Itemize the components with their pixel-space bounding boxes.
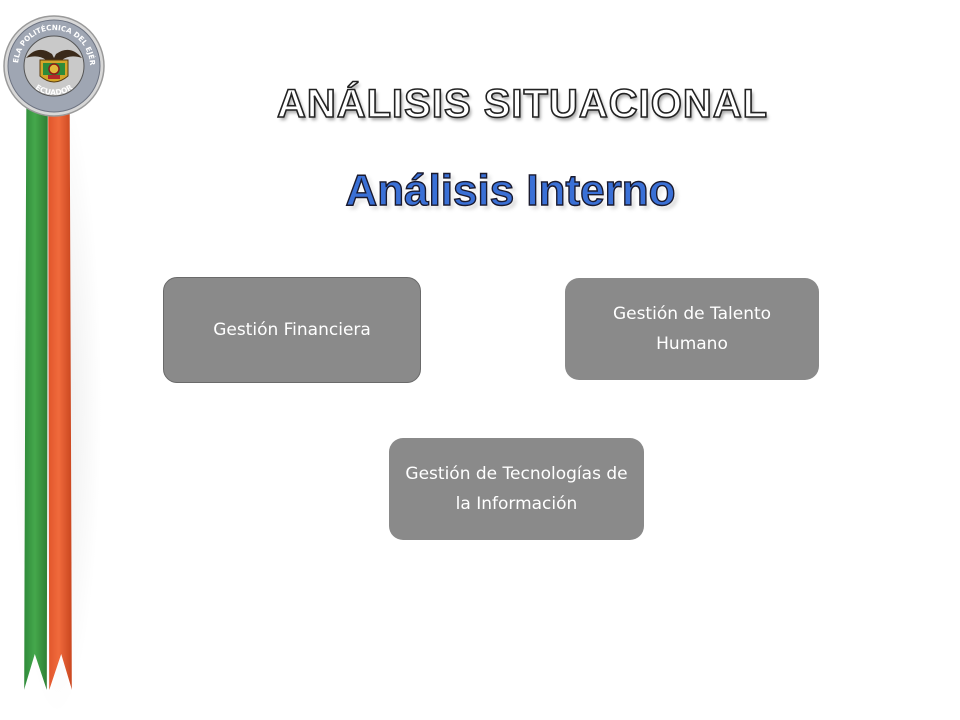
- box-gestion-tecnologias: Gestión de Tecnologías de la Información: [389, 438, 644, 540]
- institution-seal-logo: ESCUELA POLITÉCNICA DEL EJÉRCITO ECUADOR: [2, 14, 105, 117]
- box-gestion-financiera-label: Gestión Financiera: [213, 320, 371, 340]
- box-gestion-talento-humano-label: Gestión de Talento Humano: [612, 304, 772, 354]
- box-gestion-tecnologias-label: Gestión de Tecnologías de la Información: [405, 464, 628, 514]
- slide-subtitle: Análisis Interno: [345, 165, 676, 215]
- ribbon-orange-stripe: [48, 90, 72, 690]
- slide-title: ANÁLISIS SITUACIONAL: [276, 81, 769, 127]
- ribbon-green-stripe: [24, 90, 48, 690]
- seal-text-bottom: ECUADOR: [34, 83, 75, 97]
- box-gestion-financiera: Gestión Financiera: [163, 277, 421, 383]
- box-gestion-talento-humano: Gestión de Talento Humano: [565, 278, 819, 380]
